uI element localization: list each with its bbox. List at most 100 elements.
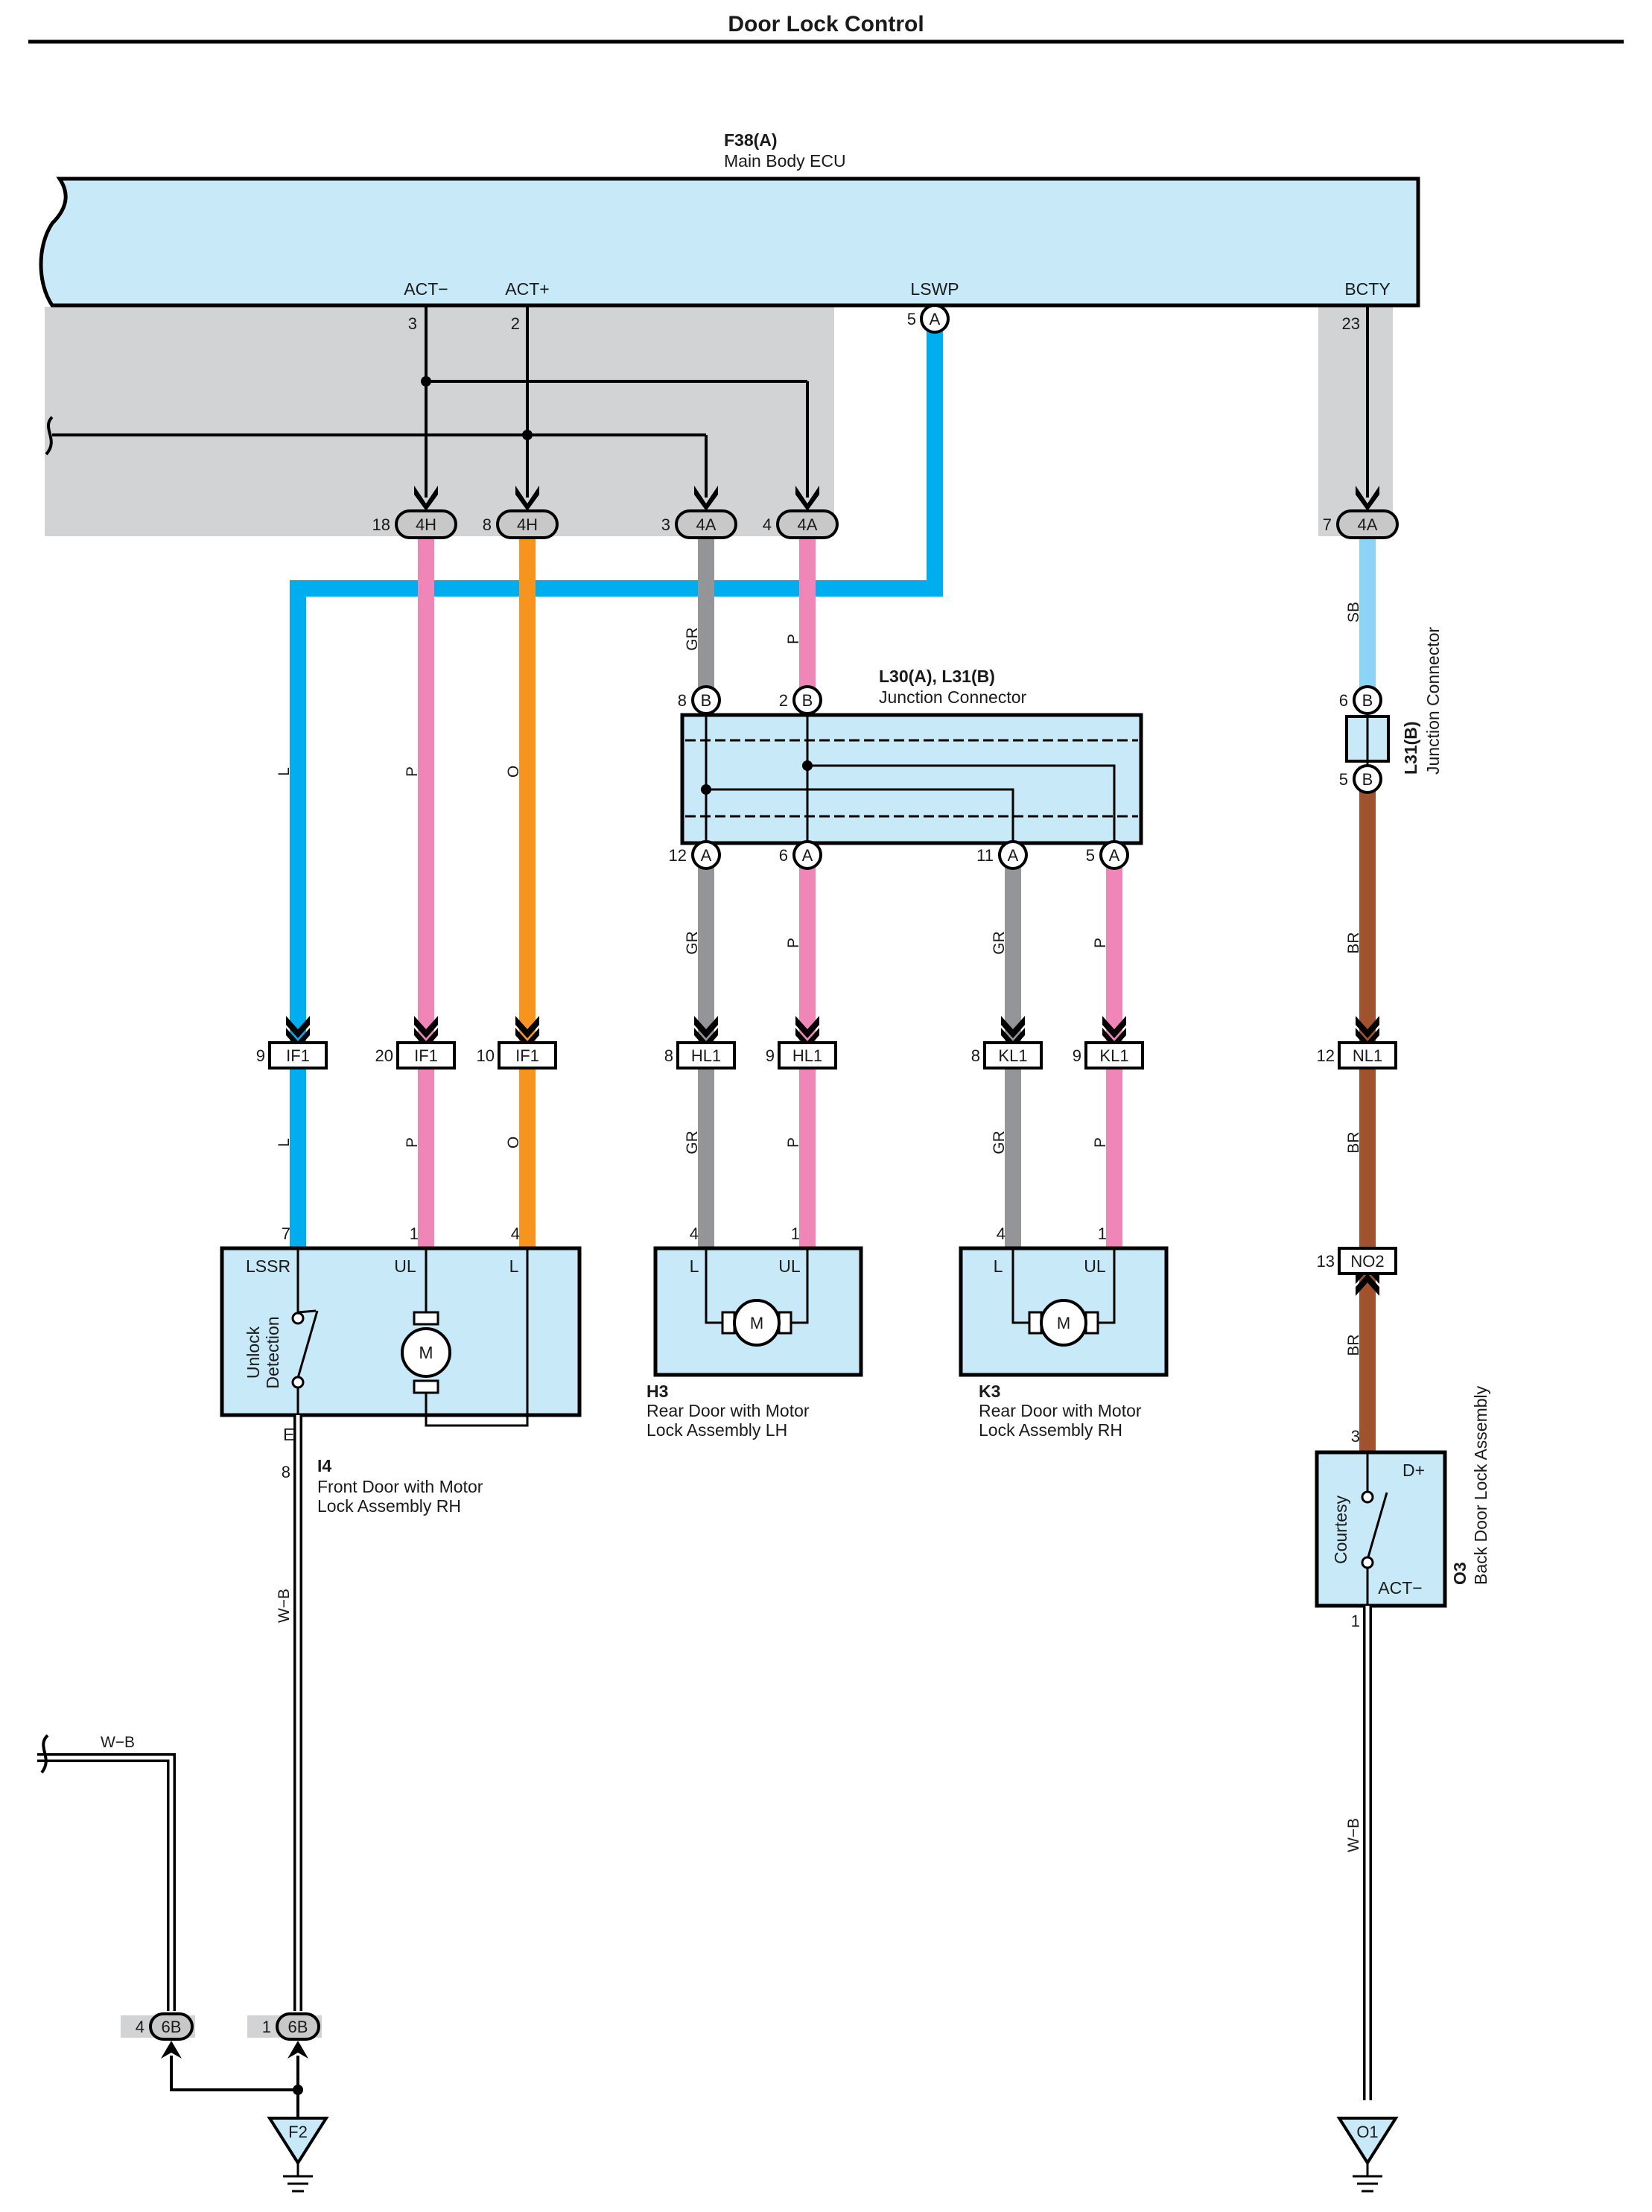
motor-label: M xyxy=(419,1343,433,1362)
motor-brush xyxy=(721,1311,736,1335)
l31b-code: L31(B) xyxy=(1401,721,1420,775)
jc-pin: 2 xyxy=(779,691,788,710)
motor-brush xyxy=(413,1311,439,1326)
front-door-name: Lock Assembly RH xyxy=(317,1496,461,1516)
rear-rh-name: Lock Assembly RH xyxy=(979,1420,1122,1440)
svg-text:GR: GR xyxy=(684,627,701,651)
svg-text:O: O xyxy=(505,766,522,778)
svg-text:BR: BR xyxy=(1345,932,1362,953)
rear-rh-name: Rear Door with Motor xyxy=(979,1401,1142,1420)
inline-connector-row xyxy=(395,509,1399,539)
connector-pin: 4 xyxy=(763,515,772,534)
ecu-pin-act-minus: ACT− xyxy=(404,279,448,299)
connector-code: 4A xyxy=(696,515,717,534)
svg-text:W−B: W−B xyxy=(101,1734,135,1751)
ground-icon xyxy=(267,2117,329,2166)
ecu-pin-num-5: 5 xyxy=(907,310,916,328)
rear-lh-code: H3 xyxy=(646,1382,668,1401)
ecu-code: F38(A) xyxy=(724,130,778,150)
motor-brush xyxy=(1084,1311,1099,1335)
jc-terminal-letter: B xyxy=(701,691,712,710)
ecu-pin-num-23: 23 xyxy=(1342,314,1360,333)
jc-pin: 11 xyxy=(976,846,994,865)
switch-contact xyxy=(1361,1490,1374,1504)
ground-connector-pin: 1 xyxy=(262,2018,271,2036)
up-arrow xyxy=(161,2041,182,2059)
shade-right xyxy=(1318,307,1393,536)
ground-join xyxy=(170,2056,299,2120)
motor-icon xyxy=(733,1299,781,1347)
jc-terminal-letter: A xyxy=(701,846,712,865)
front-door-pin: 4 xyxy=(511,1224,520,1243)
ground-connector xyxy=(276,2012,320,2041)
ecu-pin-bcty: BCTY xyxy=(1344,279,1390,299)
junction-connector-box xyxy=(680,713,1143,845)
l31b-terminal-letter: B xyxy=(1362,691,1373,710)
conn-pin: 8 xyxy=(971,1046,980,1065)
front-door-name: Front Door with Motor xyxy=(317,1477,483,1496)
connector-code: 4H xyxy=(416,515,436,534)
conn-code: IF1 xyxy=(414,1046,438,1065)
front-door-term: UL xyxy=(394,1256,416,1276)
ecu-pin-num-2: 2 xyxy=(511,314,520,333)
front-door-pin: 7 xyxy=(282,1224,290,1243)
conn-code: HL1 xyxy=(691,1046,721,1065)
connector-code: 4A xyxy=(1358,515,1378,534)
front-door-pin: 1 xyxy=(410,1224,419,1243)
arrowheads-top xyxy=(414,486,1379,511)
ground-connector-code: 6B xyxy=(288,2018,308,2036)
conn-code: IF1 xyxy=(286,1046,310,1065)
lswp-terminal-letter: A xyxy=(930,310,941,328)
back-door-name: Back Door Lock Assembly xyxy=(1471,1385,1490,1585)
rear-rh-term: UL xyxy=(1084,1256,1106,1276)
rear-lh-term: UL xyxy=(778,1256,801,1276)
ground-f2-label: F2 xyxy=(288,2123,308,2141)
l31b-terminal-letter: B xyxy=(1362,770,1373,789)
svg-text:SB: SB xyxy=(1345,602,1362,623)
svg-text:W−B: W−B xyxy=(1345,1818,1362,1852)
svg-text:P: P xyxy=(785,634,802,644)
rear-rh-pin: 4 xyxy=(997,1224,1006,1243)
ecu-box xyxy=(39,177,1420,308)
motor-brush xyxy=(778,1311,792,1335)
ground-lines xyxy=(1353,2163,1382,2193)
back-door-term: D+ xyxy=(1402,1461,1425,1480)
jc-name: Junction Connector xyxy=(879,687,1027,707)
up-arrow xyxy=(287,2041,308,2059)
conn-code: NO2 xyxy=(1350,1252,1384,1271)
rear-rh-term: L xyxy=(994,1256,1003,1276)
back-door-code: O3 xyxy=(1450,1562,1470,1585)
rear-lh-name: Rear Door with Motor xyxy=(646,1401,810,1420)
ecu-internal-wires xyxy=(52,307,1369,498)
motor-icon xyxy=(401,1327,451,1378)
connector-pin: 7 xyxy=(1323,515,1332,534)
svg-text:W−B: W−B xyxy=(276,1589,293,1623)
connector-pin: 3 xyxy=(661,515,670,534)
connector-pin: 8 xyxy=(483,515,492,534)
conn-pin: 9 xyxy=(256,1046,265,1065)
splice-dot xyxy=(293,2085,303,2095)
svg-text:BR: BR xyxy=(1345,1334,1362,1356)
conn-pin: 12 xyxy=(1317,1046,1335,1065)
front-door-pin: 8 xyxy=(282,1463,290,1481)
ecu-pin-act-plus: ACT+ xyxy=(505,279,549,299)
motor-label: M xyxy=(750,1314,763,1332)
motor-brush xyxy=(1028,1311,1043,1335)
ground-lines xyxy=(283,2163,313,2193)
conn-code: KL1 xyxy=(998,1046,1027,1065)
conn-pin: 20 xyxy=(375,1046,393,1065)
jc-terminal-letter: B xyxy=(802,691,813,710)
conn-code: NL1 xyxy=(1353,1046,1382,1065)
rear-lh-pin: 4 xyxy=(690,1224,699,1243)
svg-text:GR: GR xyxy=(991,931,1008,955)
motor-label: M xyxy=(1057,1314,1070,1332)
front-door-term: LSSR xyxy=(246,1256,290,1276)
jc-terminal-letter: A xyxy=(1109,846,1120,865)
mid-connector-boxes xyxy=(268,1041,1397,1275)
rear-rh-code: K3 xyxy=(979,1382,1000,1401)
ecu-name: Main Body ECU xyxy=(724,151,846,171)
svg-text:P: P xyxy=(785,1137,802,1148)
l31b-pin: 6 xyxy=(1339,691,1348,710)
svg-text:GR: GR xyxy=(684,1131,701,1154)
ecu-pin-lswp: LSWP xyxy=(910,279,959,299)
